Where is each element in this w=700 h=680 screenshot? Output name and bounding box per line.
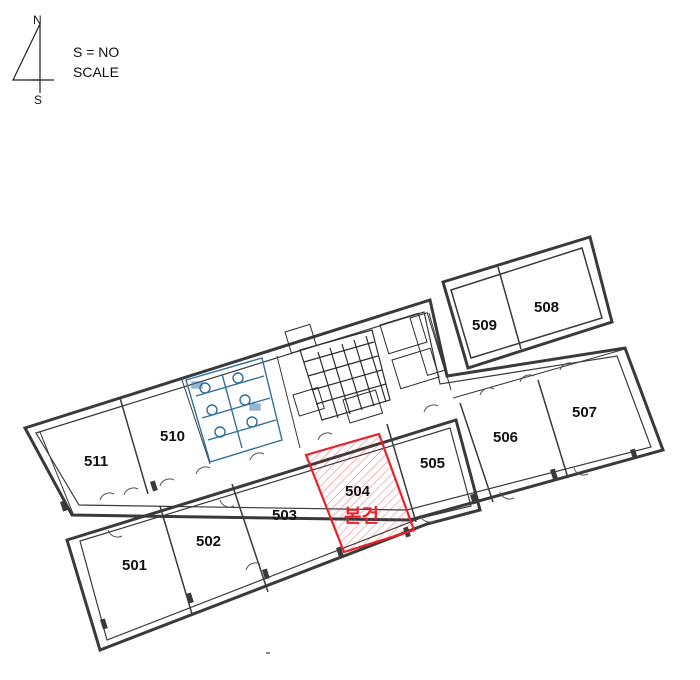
lower-band-outer [65, 418, 482, 652]
subject-property-label: 본건 [344, 505, 379, 527]
room-label-508: 508 [534, 299, 559, 316]
upper-band-inner [35, 311, 652, 511]
room-label-509: 509 [472, 317, 497, 334]
room-label-506: 506 [493, 429, 518, 446]
room-label-507: 507 [572, 404, 597, 421]
building-walls [22, 235, 665, 652]
toilet-block [185, 357, 283, 463]
room-label-501: 501 [122, 557, 147, 574]
north-arrow-icon [12, 23, 41, 81]
upper-band-outer [22, 298, 665, 522]
room-label-510: 510 [160, 428, 185, 445]
compass-south-label: S [34, 93, 42, 107]
north-wing-inner [450, 247, 603, 359]
room-label-511: 511 [84, 453, 108, 470]
room-504-highlight[interactable] [304, 432, 416, 554]
room-label-502: 502 [196, 533, 221, 550]
room-label-503: 503 [272, 507, 297, 524]
compass-north-label: N [33, 13, 42, 27]
scale-note-line2: SCALE [73, 64, 119, 80]
room-label-505: 505 [420, 455, 445, 472]
scale-marker [266, 652, 270, 654]
north-arrow: N S [12, 13, 54, 107]
stair-core [284, 312, 446, 424]
scale-note-line1: S = NO [73, 44, 119, 60]
room-label-504: 504 [345, 483, 371, 500]
room-labels: 511 510 501 502 503 504 505 506 507 508 … [84, 299, 597, 574]
door-swings [99, 362, 589, 571]
north-wing-outer [441, 235, 614, 370]
